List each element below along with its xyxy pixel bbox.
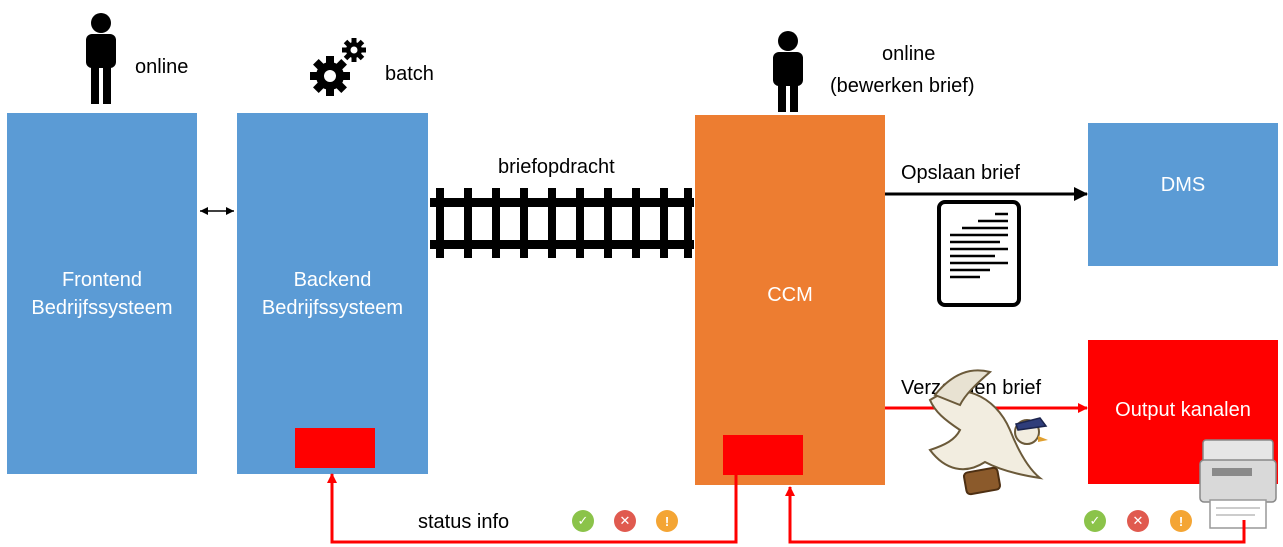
ccm-box: CCM [695, 115, 885, 485]
person-icon [773, 31, 803, 112]
warning-icon: ! [656, 510, 678, 532]
frontend-box: Frontend Bedrijfssysteem [7, 113, 197, 474]
dms-box: DMS [1088, 123, 1278, 266]
status-feedback-arrow-output [785, 486, 1246, 544]
backend-label-line2: Bedrijfssysteem [261, 296, 404, 319]
dms-label: DMS [1160, 173, 1206, 196]
error-icon: ✕ [614, 510, 636, 532]
frontend-actor-label: online [135, 56, 189, 78]
success-icon: ✓ [572, 510, 594, 532]
gears-icon [310, 38, 366, 96]
pigeon-icon [928, 369, 1048, 496]
error-icon: ✕ [1127, 510, 1149, 532]
person-icon [86, 13, 116, 104]
status-info-label: status info [418, 511, 510, 533]
backend-box: Backend Bedrijfssysteem [237, 113, 428, 474]
output-label: Output kanalen [1115, 399, 1251, 421]
frontend-label-line2: Bedrijfssysteem [31, 296, 173, 319]
document-icon [937, 200, 1021, 307]
success-icon: ✓ [1084, 510, 1106, 532]
batch-label: batch [385, 63, 434, 85]
briefopdracht-label: briefopdracht [498, 156, 615, 178]
backend-status-marker [295, 428, 375, 468]
ccm-status-marker [723, 435, 803, 475]
ccm-label: CCM [767, 284, 813, 306]
ccm-actor-label-line2: (bewerken brief) [830, 75, 975, 97]
backend-label-line1: Backend [293, 268, 372, 291]
ccm-actor-label-line1: online [882, 43, 936, 65]
opslaan-label: Opslaan brief [901, 162, 1020, 184]
status-feedback-arrow-ccm [327, 473, 738, 544]
warning-icon: ! [1170, 510, 1192, 532]
railway-track-icon [430, 188, 694, 258]
printer-icon [1199, 439, 1277, 529]
frontend-label-line1: Frontend [61, 268, 143, 291]
